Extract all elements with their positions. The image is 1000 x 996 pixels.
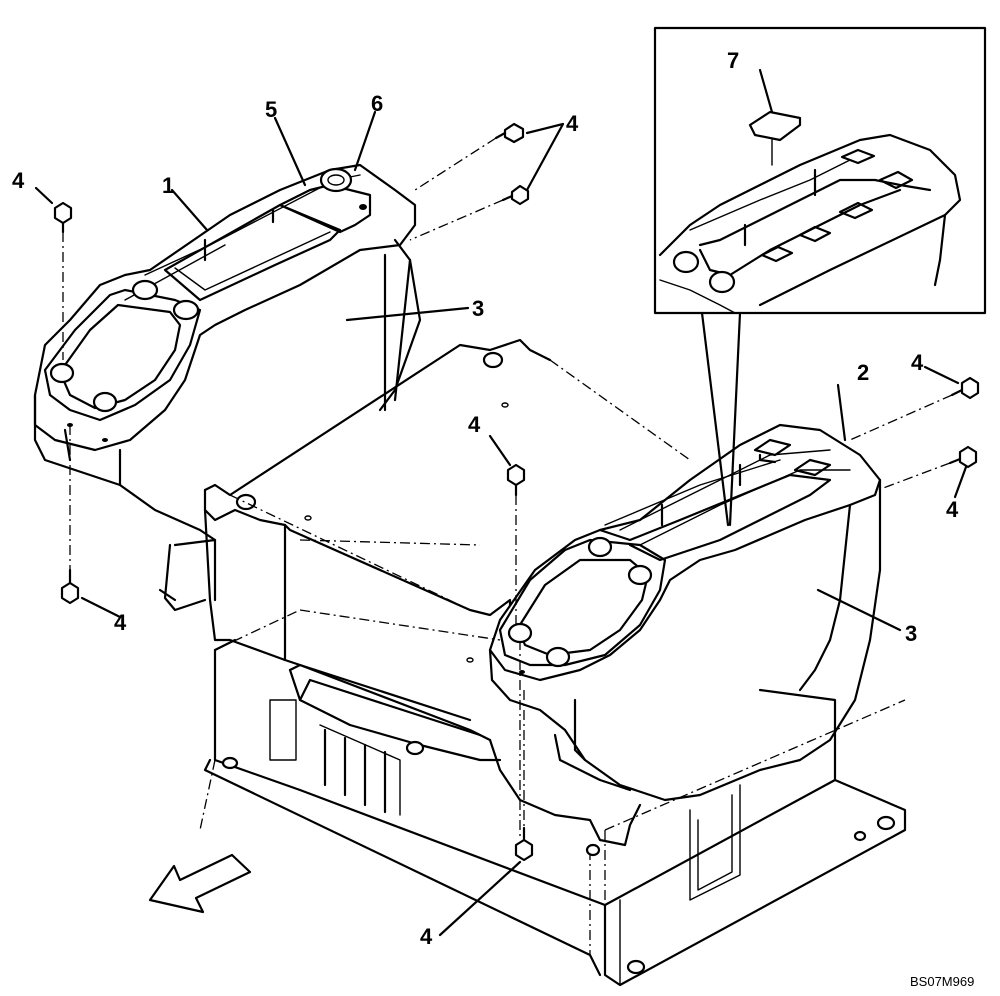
callout-4-left-bottom: 4 [114,610,127,635]
seat-pan [158,338,691,857]
callout-2: 2 [857,360,869,385]
bolt-left-bottom [60,568,80,605]
bolts [53,122,980,862]
callout-4-top: 4 [566,111,579,136]
bolt-left-top [53,201,73,234]
bolt-top-2 [501,184,530,206]
bolt-center [506,463,526,497]
drawing-code: BS07M969 [910,974,974,989]
bolt-bottom-center [514,826,534,862]
callout-4-left-top: 4 [12,168,25,193]
callout-4-bottom: 4 [420,924,433,949]
leader-lines [34,68,968,937]
callout-4-right: 4 [946,497,959,522]
callouts: 4 1 5 6 4 7 3 2 4 4 4 3 4 4 [12,48,959,949]
callout-6: 6 [371,91,383,116]
front-direction-arrow [148,853,252,914]
bolt-top-1 [494,122,525,144]
callout-4-right-top: 4 [911,350,924,375]
bolt-right-2 [948,445,978,469]
callout-5: 5 [265,97,277,122]
callout-3-left: 3 [472,296,484,321]
callout-1: 1 [162,173,174,198]
vent-slots [269,699,401,816]
seat-stand [199,609,907,987]
callout-7: 7 [727,48,739,73]
callout-4-center: 4 [468,412,481,437]
inset-detail [653,26,987,527]
left-console [33,163,422,542]
bolt-right-1 [950,376,980,400]
callout-3-right: 3 [905,621,917,646]
right-console [488,423,882,802]
